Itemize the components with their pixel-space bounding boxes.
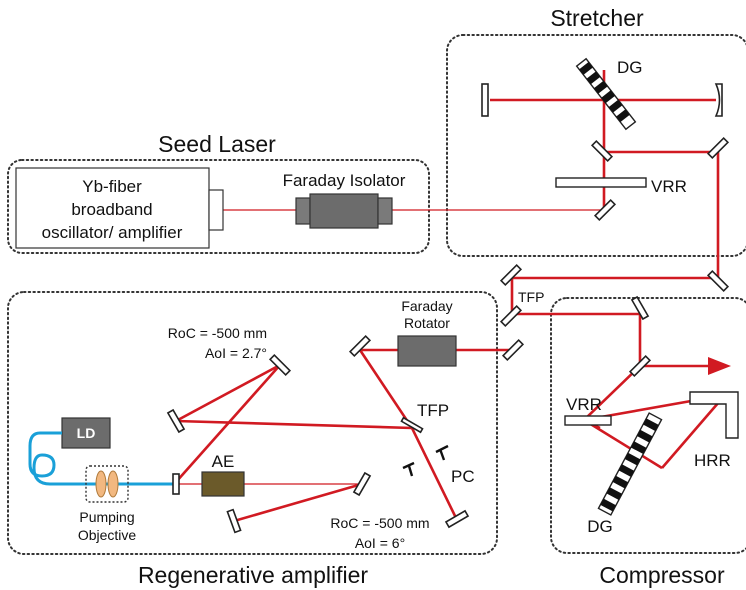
- faraday-rotator: [397, 335, 457, 367]
- output-arrow-icon: [708, 357, 731, 375]
- stretcher-fold-mirror-1: [590, 139, 614, 163]
- stretcher-end-mirror: [481, 83, 489, 117]
- pockels-cell: [402, 444, 449, 477]
- compressor-title: Compressor: [599, 562, 725, 588]
- pumping-label-2: Objective: [78, 527, 137, 543]
- ae-label: AE: [212, 452, 235, 471]
- faraday-isolator-label: Faraday Isolator: [283, 171, 406, 190]
- regen-input-mirror: [501, 338, 525, 362]
- pumping-objective-box: [85, 465, 129, 503]
- curved-mirror-bottom: [352, 471, 372, 497]
- compressor-input-mirror: [630, 295, 650, 321]
- regen-fold-mirror: [348, 334, 372, 358]
- compressor-hrr: [689, 391, 739, 439]
- regen-title: Regenerative amplifier: [138, 562, 368, 588]
- oscillator-label-2: broadband: [71, 200, 152, 219]
- oscillator-label-3: oscillator/ amplifier: [42, 223, 183, 242]
- active-element: [201, 471, 245, 497]
- regen-tfp-label: TFP: [417, 401, 449, 420]
- stretcher-fold-mirror-3: [706, 136, 730, 160]
- objective-lens-2: [107, 470, 119, 498]
- compressor-vrr-label: VRR: [566, 395, 602, 414]
- stretcher-fold-mirror-2: [593, 198, 617, 222]
- compressor-pickoff-mirror: [628, 354, 652, 378]
- regen-left-mirror: [166, 408, 186, 434]
- stretcher-fold-mirror-4: [706, 269, 730, 293]
- regen-tfp-plate: [400, 416, 424, 434]
- regen-end-mirror: [444, 509, 470, 529]
- curved-mirror-top: [268, 353, 292, 377]
- aoi-top-label: AoI = 2.7°: [205, 345, 267, 361]
- stretcher-vrr: [555, 177, 647, 188]
- compressor-box: [550, 297, 746, 554]
- compressor-dg-label: DG: [587, 517, 613, 536]
- oscillator-box: [15, 167, 210, 249]
- stretcher-curved-mirror: [714, 83, 723, 117]
- tfp-mirror-top: [499, 263, 523, 287]
- stretcher-vrr-label: VRR: [651, 177, 687, 196]
- compressor-grating: [597, 412, 663, 516]
- tfp-plate-top: [499, 304, 523, 328]
- pump-fiber: [28, 431, 176, 486]
- stretcher-dg-label: DG: [617, 58, 643, 77]
- seed-laser-box: [7, 159, 430, 254]
- dichroic-mirror: [172, 473, 180, 495]
- ld-label: LD: [77, 425, 96, 441]
- compressor-vrr: [564, 415, 612, 426]
- roc-top-label: RoC = -500 mm: [168, 325, 267, 341]
- tfp-top-label: TFP: [518, 289, 544, 305]
- aoi-bottom-label: AoI = 6°: [355, 535, 405, 551]
- faraday-rotator-label-1: Faraday: [401, 298, 452, 314]
- regen-bottom-mirror: [226, 508, 242, 534]
- pc-label: PC: [451, 467, 475, 486]
- stretcher-title: Stretcher: [550, 5, 644, 31]
- faraday-isolator: [295, 193, 393, 229]
- oscillator-label-1: Yb-fiber: [82, 177, 142, 196]
- laser-diode: [61, 417, 111, 449]
- seed-laser-title: Seed Laser: [158, 131, 276, 157]
- compressor-hrr-label: HRR: [694, 451, 731, 470]
- objective-lens-1: [95, 470, 107, 498]
- regen-box: [7, 291, 498, 555]
- roc-bottom-label: RoC = -500 mm: [330, 515, 429, 531]
- oscillator-output-port: [208, 189, 224, 231]
- pumping-label-1: Pumping: [79, 509, 134, 525]
- stretcher-grating: [575, 57, 637, 131]
- faraday-rotator-label-2: Rotator: [404, 315, 450, 331]
